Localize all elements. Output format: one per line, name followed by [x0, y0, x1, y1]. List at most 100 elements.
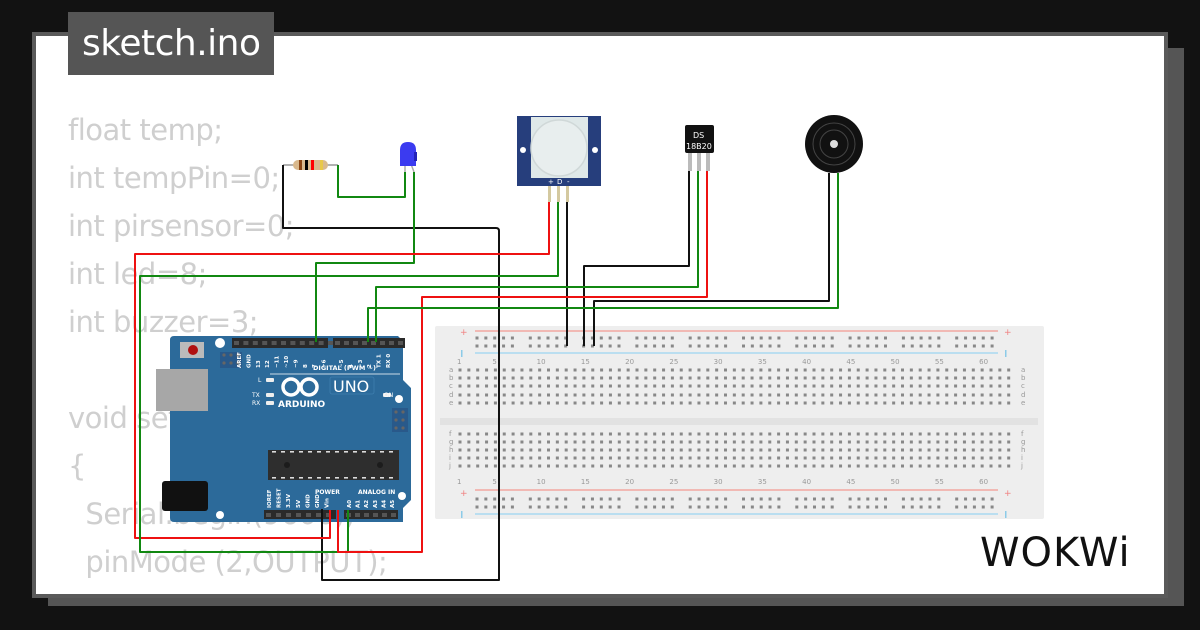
svg-text:+: +: [1004, 489, 1012, 499]
svg-text:~5: ~5: [339, 359, 345, 368]
svg-text:35: 35: [758, 358, 767, 366]
wire-black[interactable]: [593, 173, 830, 346]
svg-text:A4: A4: [381, 500, 387, 508]
wokwi-logo-text: WOKWi: [980, 530, 1131, 574]
svg-text:GND: GND: [305, 494, 311, 508]
svg-text:20: 20: [625, 478, 634, 486]
breadboard-labels: 1155101015152020252530303535404045455050…: [448, 328, 1026, 518]
digital-header-1[interactable]: [232, 338, 328, 348]
code-background: float temp; int tempPin=0; int pirsensor…: [68, 113, 388, 594]
wire-red[interactable]: [134, 202, 550, 539]
wire-black[interactable]: [282, 165, 500, 346]
svg-text:1: 1: [457, 358, 461, 366]
svg-text:a: a: [449, 366, 453, 374]
arduino-uno[interactable]: DIGITAL (PWM ~) L TX RX ON − + ARDUINO U…: [156, 336, 411, 522]
led-label-tx: TX: [251, 392, 260, 399]
svg-text:d: d: [449, 391, 453, 399]
svg-text:A0: A0: [347, 500, 353, 508]
svg-text:GND: GND: [246, 354, 252, 368]
svg-text:25: 25: [669, 478, 678, 486]
wire-green[interactable]: [315, 172, 415, 342]
svg-text:5V: 5V: [296, 499, 302, 508]
svg-text:25: 25: [669, 358, 678, 366]
pir-motion-sensor[interactable]: + D -: [517, 116, 601, 202]
svg-text:+: +: [305, 383, 312, 392]
digital-header-2[interactable]: [333, 338, 405, 348]
svg-text:~11: ~11: [275, 356, 281, 368]
svg-text:4: 4: [348, 364, 354, 368]
svg-text:A5: A5: [390, 500, 396, 508]
wire-green[interactable]: [375, 171, 699, 342]
pir-pin-minus: -: [567, 178, 570, 186]
arduino-infinity-logo: [281, 377, 319, 397]
svg-text:1: 1: [457, 478, 461, 486]
digital-header-label: DIGITAL (PWM ~): [313, 364, 376, 372]
led-blue[interactable]: [400, 142, 417, 173]
svg-text:Vin: Vin: [325, 498, 331, 508]
resistor[interactable]: [283, 160, 338, 170]
piezo-buzzer[interactable]: [805, 115, 863, 173]
wire-red[interactable]: [337, 171, 708, 553]
svg-text:30: 30: [714, 358, 723, 366]
svg-text:TX 1: TX 1: [377, 354, 383, 368]
svg-text:b: b: [1021, 374, 1026, 382]
wire-green[interactable]: [139, 202, 559, 553]
file-tab-title[interactable]: sketch.ino: [68, 12, 275, 75]
svg-text:10: 10: [537, 478, 546, 486]
wire-green[interactable]: [337, 165, 406, 198]
pir-pin-plus: +: [548, 178, 554, 186]
svg-text:a: a: [1021, 366, 1025, 374]
svg-text:IOREF: IOREF: [267, 489, 273, 508]
svg-text:5: 5: [492, 478, 496, 486]
svg-text:i: i: [1021, 454, 1023, 462]
svg-text:13: 13: [256, 360, 262, 368]
svg-text:b: b: [449, 374, 454, 382]
svg-text:A1: A1: [356, 500, 362, 508]
svg-text:~10: ~10: [284, 356, 290, 368]
svg-text:RESET: RESET: [277, 488, 283, 508]
svg-text:45: 45: [846, 358, 855, 366]
analog-header-label: ANALOG IN: [358, 489, 395, 496]
svg-text:GND: GND: [315, 494, 321, 508]
svg-text:e: e: [449, 399, 453, 407]
wire-green[interactable]: [367, 173, 839, 342]
usb-port: [156, 369, 208, 411]
svg-text:15: 15: [581, 358, 590, 366]
wire-black[interactable]: [583, 171, 690, 346]
svg-text:j: j: [1020, 462, 1023, 470]
svg-text:50: 50: [891, 358, 900, 366]
temp-sensor-label-1: DS: [693, 131, 704, 140]
wires[interactable]: [134, 165, 839, 581]
svg-text:50: 50: [891, 478, 900, 486]
wokwi-logo: WOKWi: [980, 530, 1131, 574]
breadboard-holes[interactable]: [458, 336, 1011, 509]
svg-text:d: d: [1021, 391, 1025, 399]
svg-text:40: 40: [802, 478, 811, 486]
svg-text:~3: ~3: [358, 359, 364, 368]
svg-text:~6: ~6: [322, 359, 328, 368]
svg-text:j: j: [448, 462, 451, 470]
svg-text:RX 0: RX 0: [386, 354, 392, 368]
svg-text:10: 10: [537, 358, 546, 366]
svg-text:e: e: [1021, 399, 1025, 407]
svg-text:c: c: [1021, 382, 1025, 390]
wire-black[interactable]: [321, 346, 500, 581]
analog-header[interactable]: [344, 510, 398, 519]
ds18b20-temp-sensor[interactable]: DS 18B20: [685, 125, 714, 171]
svg-text:45: 45: [846, 478, 855, 486]
svg-text:40: 40: [802, 358, 811, 366]
svg-text:+: +: [1004, 328, 1012, 338]
temp-sensor-label-2: 18B20: [686, 142, 712, 151]
svg-text:AREF: AREF: [237, 352, 243, 368]
svg-text:3.3V: 3.3V: [286, 493, 292, 508]
breadboard[interactable]: 1155101015152020252530303535404045455050…: [435, 326, 1044, 519]
svg-text:5: 5: [492, 358, 496, 366]
svg-text:~9: ~9: [293, 359, 299, 368]
svg-text:60: 60: [979, 478, 988, 486]
svg-text:8: 8: [303, 364, 309, 368]
led-label-rx: RX: [252, 400, 260, 407]
svg-text:7: 7: [312, 364, 318, 368]
svg-text:−: −: [286, 383, 293, 392]
svg-text:A2: A2: [364, 500, 370, 508]
